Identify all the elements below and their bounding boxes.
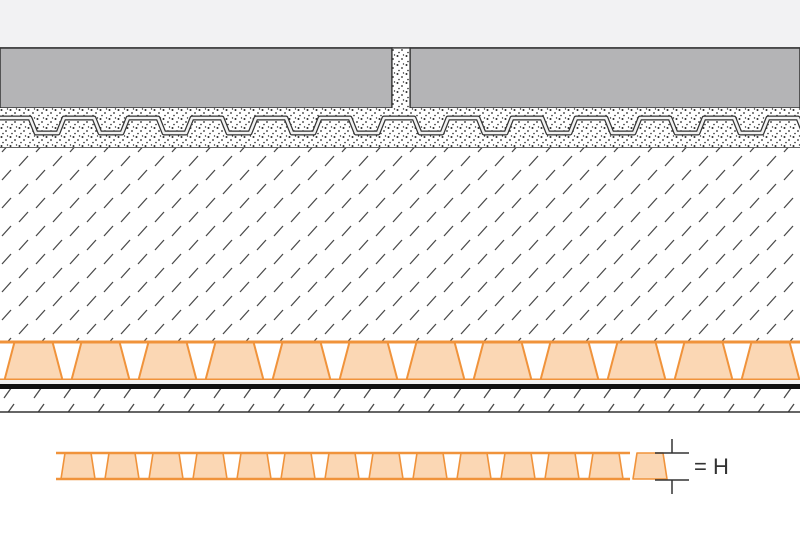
- insulation-mat: [0, 340, 800, 382]
- tile-right: [409, 47, 800, 109]
- uncoupling-membrane: [0, 115, 800, 136]
- screed-layer: [0, 148, 800, 341]
- substrate-layer: [0, 389, 800, 412]
- grout-joint: [391, 47, 411, 113]
- separation-layer: [0, 384, 800, 389]
- thinset-mortar-layer: [0, 108, 800, 148]
- background-top: [0, 0, 800, 48]
- tile-left: [0, 47, 393, 109]
- legend-label: = H: [694, 454, 729, 479]
- legend-mat: [56, 451, 668, 481]
- height-symbol: = H: [655, 439, 729, 494]
- base-layer: [0, 380, 800, 413]
